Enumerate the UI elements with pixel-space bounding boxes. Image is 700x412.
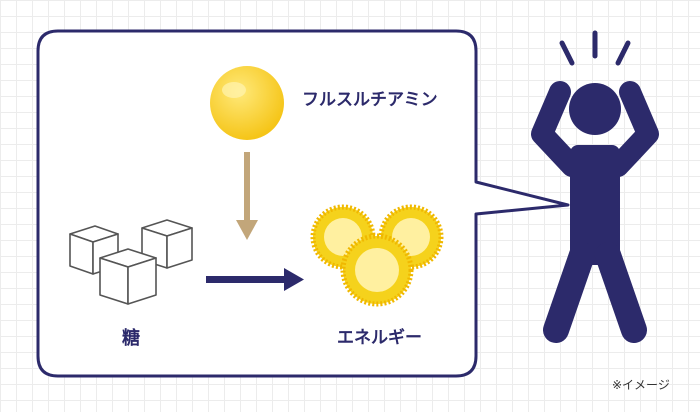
speech-bubble bbox=[36, 29, 570, 378]
energy-label: エネルギー bbox=[337, 328, 422, 348]
fursultiamine-sphere-icon bbox=[210, 66, 284, 140]
energized-person-icon bbox=[531, 30, 659, 343]
right-arrow-icon bbox=[206, 268, 304, 291]
down-arrow-icon bbox=[236, 152, 258, 240]
energy-burst-icon bbox=[310, 204, 444, 307]
sugar-label: 糖 bbox=[122, 328, 140, 349]
sugar-cube bbox=[69, 225, 119, 275]
sphere-highlight bbox=[222, 82, 246, 98]
sugar-cubes-icon bbox=[69, 219, 193, 305]
fursultiamine-label: フルスルチアミン bbox=[302, 90, 438, 110]
image-note: ※イメージ bbox=[612, 378, 670, 392]
sugar-cube bbox=[99, 248, 157, 305]
